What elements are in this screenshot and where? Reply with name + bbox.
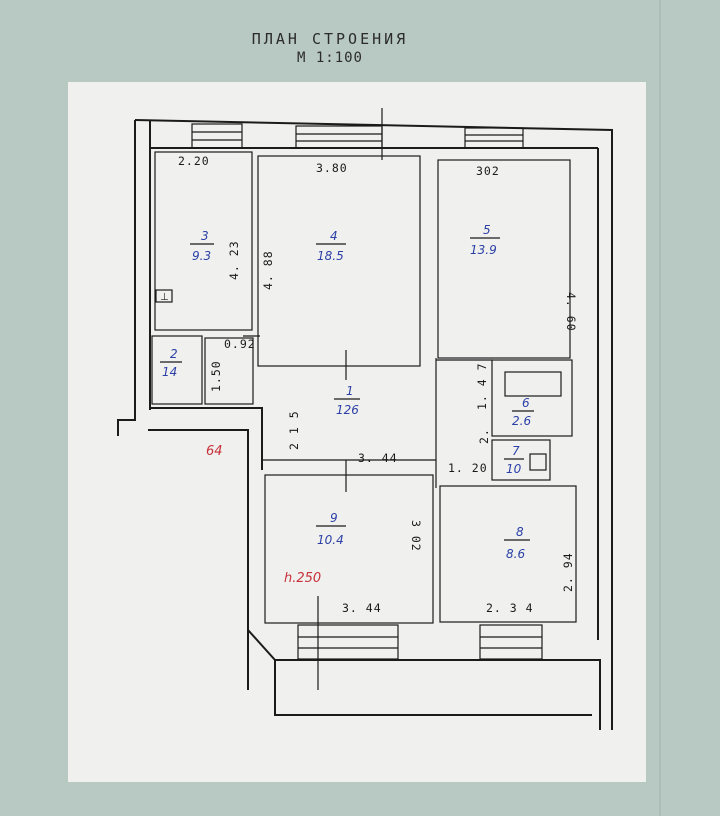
dimension-labels: 2.20 3.80 302 4. 23 4. 88 4. 60 0.92 1.5… <box>178 154 578 615</box>
dim-294: 2. 94 <box>561 552 575 592</box>
dim-215: 2 1 5 <box>287 410 301 450</box>
room-8-area: 8.6 <box>506 547 525 561</box>
room-3-num: 3 <box>201 229 209 243</box>
room-7-num: 7 <box>512 444 520 458</box>
top-windows <box>191 123 524 149</box>
bottom-windows <box>297 624 543 660</box>
plan-title: ПЛАН СТРОЕНИЯ <box>251 30 409 48</box>
room-8-num: 8 <box>516 525 524 539</box>
room-2-num: 2 <box>170 347 178 361</box>
stove-icon <box>155 289 173 303</box>
room-1-area: 126 <box>336 403 359 417</box>
dim-092: 0.92 <box>224 337 256 351</box>
dim-344-bot: 3. 44 <box>342 601 382 615</box>
dim-423: 4. 23 <box>227 240 241 280</box>
room-9-num: 9 <box>330 511 338 525</box>
dim-302-right: 3 02 <box>409 520 423 552</box>
room-7-area: 10 <box>506 462 522 476</box>
dim-120: 1. 20 <box>448 461 488 475</box>
dim-488: 4. 88 <box>261 250 275 290</box>
dim-150: 1.50 <box>209 360 223 392</box>
room-3-area: 9.3 <box>192 249 211 263</box>
dim-380: 3.80 <box>316 161 348 175</box>
room-4-num: 4 <box>330 229 338 243</box>
room-5-num: 5 <box>483 223 491 237</box>
ceiling-height-note: h.250 <box>284 571 321 586</box>
room-6-num: 6 <box>522 396 530 410</box>
flat-number-note: 64 <box>206 444 223 459</box>
tracing-paper-sheet <box>68 82 646 782</box>
room-1-num: 1 <box>346 384 354 398</box>
plan-scale: М 1:100 <box>296 50 363 66</box>
room-6-area: 2.6 <box>512 414 531 428</box>
room-2-area: 14 <box>162 365 177 379</box>
dim-460: 4. 60 <box>564 292 578 332</box>
room-labels: 3 9.3 4 18.5 5 13.9 2 14 1 126 6 2.6 7 1… <box>160 223 534 561</box>
dim-302-top: 302 <box>476 164 500 178</box>
dim-234: 2. 3 4 <box>486 601 534 615</box>
dim-2: 2. <box>477 428 491 444</box>
dim-344-mid: 3. 44 <box>358 451 398 465</box>
room-5-area: 13.9 <box>470 243 497 257</box>
dimension-ticks <box>243 108 383 690</box>
room-9-area: 10.4 <box>317 533 344 547</box>
room-walls <box>151 151 577 624</box>
exterior-walls <box>117 119 613 730</box>
dim-147: 1. 4 7 <box>475 362 489 410</box>
room-4-area: 18.5 <box>317 249 344 263</box>
dim-220: 2.20 <box>178 154 210 168</box>
stove-icon-mark: ⊥ <box>160 292 169 303</box>
